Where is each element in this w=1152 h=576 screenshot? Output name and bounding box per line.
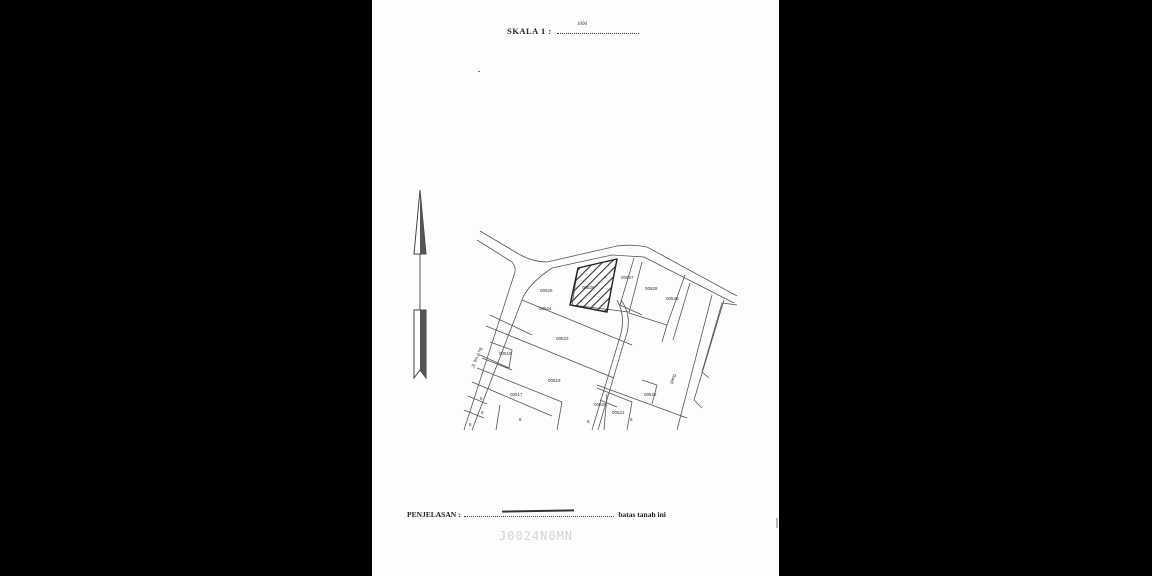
legend-label: PENJELASAN :: [407, 510, 461, 519]
scale-value: 1000: [577, 22, 587, 27]
highlighted-parcel-00526[interactable]: [569, 258, 618, 313]
scan-edge-mark: [776, 518, 778, 528]
legend-row: PENJELASAN : batas tanah ini: [407, 509, 666, 519]
parcel-label-00520: 00520: [594, 402, 607, 407]
scan-speck: [478, 71, 480, 72]
parcel-map: 00525 00526 00524 00527 00528 00529 0052…: [413, 189, 738, 431]
parcel-label-00525: 00525: [540, 288, 553, 293]
legend-text: batas tanah ini: [618, 510, 666, 519]
parcel-label-00527: 00527: [621, 275, 634, 280]
scale-label: SKALA 1 :: [507, 26, 552, 36]
small-label: 8: [480, 396, 483, 401]
parcel-label-00523: 00523: [556, 336, 569, 341]
parcel-label-00526: 00526: [582, 285, 595, 290]
small-label: 8: [469, 422, 472, 427]
parcel-label-00524: 00524: [539, 306, 552, 311]
parcel-label-00521: 00521: [612, 410, 625, 415]
small-label: 8: [587, 419, 590, 424]
boundary-line-sample: [502, 509, 575, 513]
small-label: 8: [630, 417, 633, 422]
parcel-boundaries: [463, 230, 738, 431]
parcel-label-00522: 00522: [644, 392, 657, 397]
street-label-gang: gang: [668, 373, 677, 385]
north-arrow-icon: [413, 189, 427, 380]
legend-dotted-line: [464, 509, 615, 517]
parcel-label-00518: 00518: [499, 351, 512, 356]
small-label: 8: [481, 410, 484, 415]
document-page: SKALA 1 : 1000: [372, 0, 779, 576]
street-label-main: Jl. Nn.g ng: [470, 346, 483, 368]
parcel-label-00529: 00529: [666, 296, 679, 301]
parcel-label-00519: 00519: [548, 378, 561, 383]
scale-dotted-line: [557, 27, 640, 34]
faint-stamp-code: J0024N0MN: [499, 529, 574, 543]
parcel-label-00517: 00517: [510, 392, 523, 397]
parcel-label-00528: 00528: [645, 286, 658, 291]
scale-row: SKALA 1 :: [507, 26, 640, 36]
small-label: 8: [519, 417, 522, 422]
